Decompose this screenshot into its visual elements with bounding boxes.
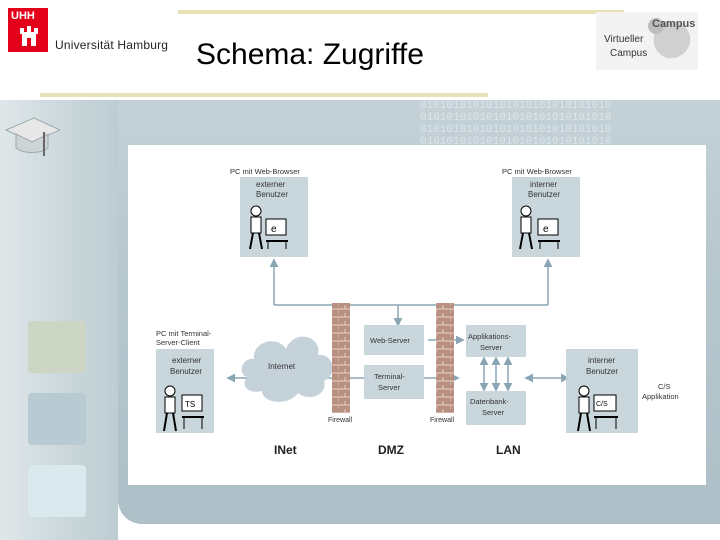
vc-logo-word: Campus [652,18,696,30]
browser-screen-text: e [271,224,277,235]
db-server-box [466,391,526,425]
person-icon [577,385,591,432]
terminal-user-1: externer [172,356,202,365]
int-browser-title: PC mit Web-Browser [502,167,572,176]
graduation-cap-icon [4,117,60,156]
firewall-right-label: Firewall [430,417,455,424]
side-square-1 [28,321,86,373]
person-icon [249,205,263,250]
app-server-box [466,325,526,357]
terminal-server: Terminal- Server [364,365,424,399]
network-diagram-svg: PC mit Web-Browser externer Benutzer e P… [156,167,679,457]
firewall-left: Firewall [328,303,353,424]
vc-line2: Campus [610,48,648,59]
terminal-client-pc: PC mit Terminal- Server-Client externer … [156,329,214,433]
page-title: Schema: Zugriffe [196,38,424,71]
int-browser-user-2: Benutzer [528,190,560,199]
db-server-label-2: Server [482,408,505,417]
internet-label: Internet [268,362,296,371]
int-browser-user-1: interner [530,180,557,189]
terminal-screen-text: TS [185,400,195,409]
side-square-3 [28,465,86,517]
terminal-title-1: PC mit Terminal- [156,329,212,338]
virtual-campus-logo: Campus Virtueller Campus [596,12,698,70]
castle-icon [20,26,38,46]
person-icon [163,385,177,432]
computer-icon: e [265,218,288,249]
cs-user-2: Benutzer [586,367,618,376]
cs-client-pc: interner Benutzer C/S C/S Applikation [566,349,679,433]
db-server: Datenbank- Server [466,391,526,425]
ext-browser-user-2: Benutzer [256,190,288,199]
app-server-label-2: Server [480,343,503,352]
university-logo: UHH Universität Hamburg [8,8,168,52]
header-rule-bottom [40,93,488,97]
network-diagram: PC mit Web-Browser externer Benutzer e P… [128,145,706,485]
vc-line1: Virtueller [604,34,644,45]
cs-label-1: C/S [658,382,671,391]
web-server-box [364,325,424,355]
terminal-server-label-2: Server [378,383,401,392]
terminal-user-2: Benutzer [170,367,202,376]
person-icon [519,205,533,250]
header-rule-top [178,10,624,14]
ext-browser-user-1: externer [256,180,286,189]
cs-client-box [566,349,638,433]
side-square-2 [28,393,86,445]
cs-label-2: Applikation [642,392,679,401]
terminal-server-label-1: Terminal- [374,372,405,381]
uhh-badge: UHH [8,8,48,52]
terminal-server-box [364,365,424,399]
computer-icon: TS [181,394,204,429]
firewall-right-wall [436,303,454,413]
web-server-label: Web-Server [370,336,410,345]
app-server: Applikations- Server [466,325,526,357]
zone-inet: INet [274,443,297,457]
cs-user-1: interner [588,356,615,365]
zone-dmz: DMZ [378,443,404,457]
uhh-badge-text: UHH [11,10,35,22]
cs-screen-text: C/S [596,401,608,408]
computer-icon: e [537,218,560,249]
campus-mouse-icon [648,18,691,59]
app-server-label-1: Applikations- [468,332,511,341]
computer-icon: C/S [593,394,618,429]
firewall-right: Firewall [430,303,455,424]
zone-lan: LAN [496,443,521,457]
firewall-left-wall [332,303,350,413]
internet-cloud: Internet [241,336,333,402]
terminal-title-2: Server-Client [156,338,201,347]
slide-header: UHH Universität Hamburg Schema: Zugriffe… [0,0,720,100]
university-name: Universität Hamburg [55,38,169,52]
browser-screen-text: e [543,224,549,235]
ext-browser-title: PC mit Web-Browser [230,167,300,176]
firewall-left-label: Firewall [328,417,353,424]
int-browser-pc: PC mit Web-Browser interner Benutzer e [502,167,580,257]
ext-browser-pc: PC mit Web-Browser externer Benutzer e [230,167,308,257]
db-server-label-1: Datenbank- [470,397,509,406]
web-server: Web-Server [364,325,424,355]
